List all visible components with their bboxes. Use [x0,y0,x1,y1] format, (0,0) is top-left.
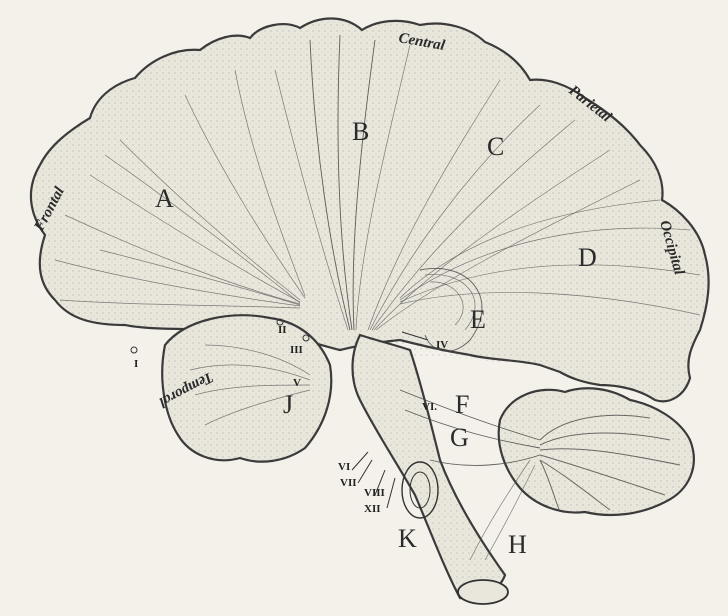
nerve-III: III [290,344,303,356]
label-A: A [155,184,174,213]
nerve-VII: VII [340,477,357,489]
label-K: K [398,524,417,553]
label-J: J [283,390,293,419]
label-B: B [352,117,369,146]
nerve-I: I [134,358,138,370]
label-G: G [450,423,469,452]
label-F: F [455,390,469,419]
nerve-II: II [278,324,287,336]
label-D: D [578,243,597,272]
nerve-VI-mid: VI. [422,401,437,413]
nerve-VI: VI [338,461,350,473]
nerve-V: V [293,377,301,389]
label-E: E [470,305,486,334]
label-H: H [508,530,527,559]
nerve-VIII: VIII [364,487,385,499]
nerve-XII: XII [364,503,381,515]
nerve-IV: IV [436,339,448,351]
label-C: C [487,132,504,161]
